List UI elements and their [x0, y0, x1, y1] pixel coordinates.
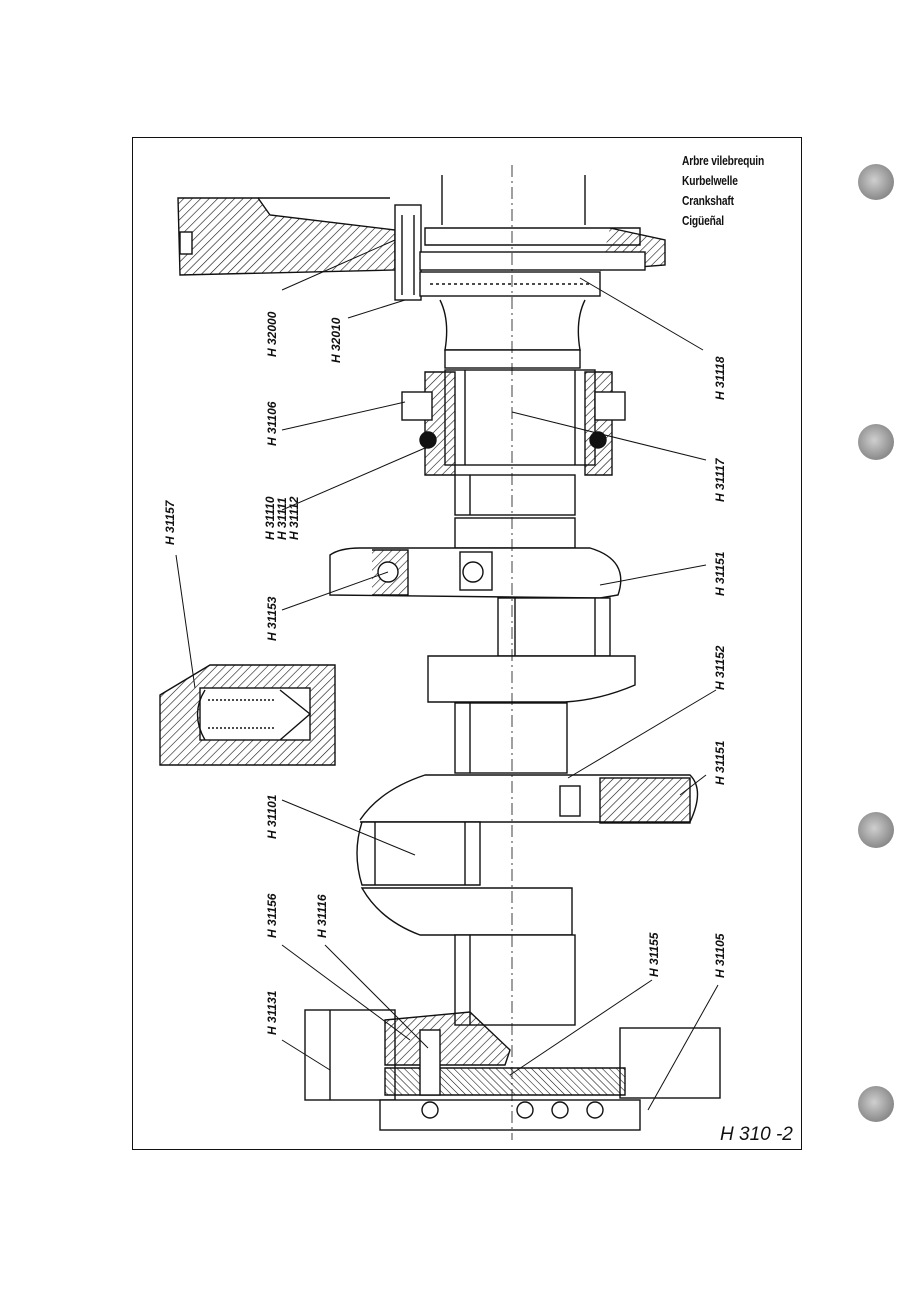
label-h32000: H 32000 — [265, 311, 279, 357]
label-h31151-top: H 31151 — [713, 551, 727, 596]
label-h31155: H 31155 — [647, 932, 661, 977]
label-h31152: H 31152 — [713, 645, 727, 690]
label-h32010: H 32010 — [329, 317, 343, 363]
label-h31117: H 31117 — [713, 458, 727, 502]
drawing-frame — [132, 137, 802, 1150]
title-line-en: Crankshaft — [682, 194, 734, 208]
label-h31101: H 31101 — [265, 794, 279, 839]
label-h31116: H 31116 — [315, 894, 329, 938]
punch-hole-3 — [858, 812, 894, 848]
label-h31106: H 31106 — [265, 401, 279, 446]
punch-hole-1 — [858, 164, 894, 200]
title-line-fr: Arbre vilebrequin — [682, 154, 765, 168]
label-h31112: H 31112 — [287, 496, 301, 540]
label-h31153: H 31153 — [265, 596, 279, 641]
title-line-es: Cigüeñal — [682, 214, 724, 228]
punch-hole-2 — [858, 424, 894, 460]
figure-number: H 310 -2 — [720, 1124, 793, 1145]
label-h31157: H 31157 — [163, 500, 177, 545]
label-h31105: H 31105 — [713, 933, 727, 978]
label-h31156: H 31156 — [265, 893, 279, 938]
title-line-de: Kurbelwelle — [682, 174, 738, 188]
label-h31131: H 31131 — [265, 990, 279, 1035]
punch-hole-4 — [858, 1086, 894, 1122]
label-h31118: H 31118 — [713, 356, 727, 400]
label-h31151-mid: H 31151 — [713, 740, 727, 785]
